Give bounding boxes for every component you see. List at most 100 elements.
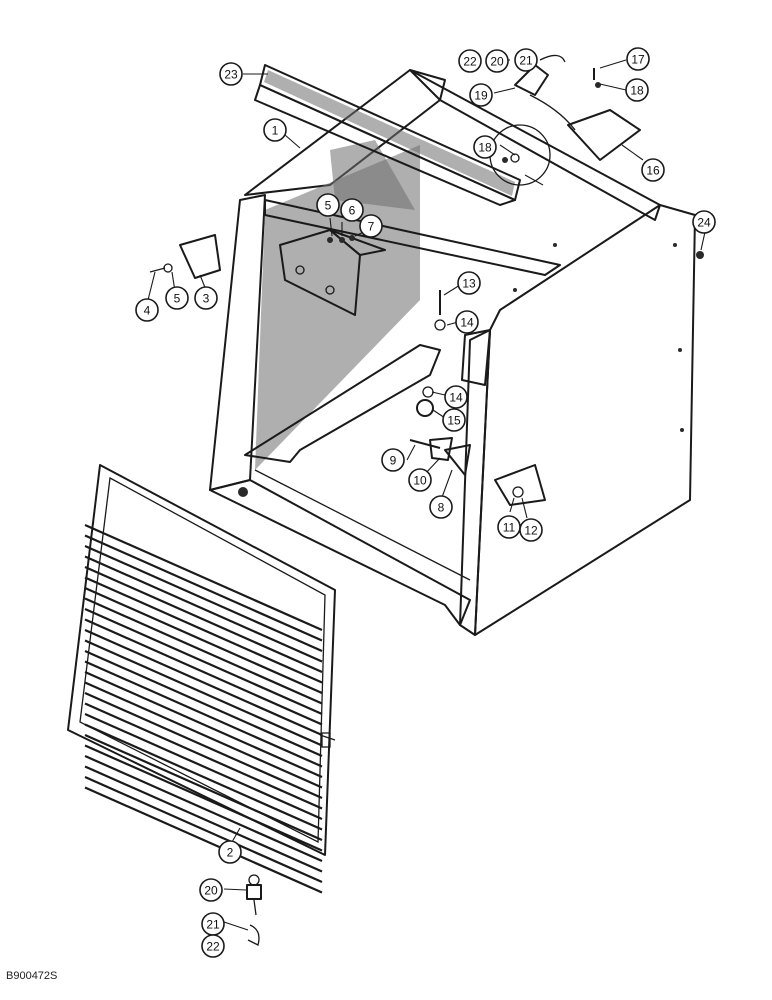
callout-14: 14: [444, 385, 468, 409]
callout-number: 6: [349, 204, 356, 218]
grille-slat: [84, 691, 323, 800]
callout-8: 8: [429, 495, 453, 519]
grille-slat: [84, 744, 323, 852]
callout-number: 16: [646, 164, 660, 178]
callout-circle: [316, 193, 340, 217]
callout-10: 10: [408, 468, 432, 492]
callout-number: 3: [203, 292, 210, 306]
hardware-fasteners: [149, 68, 704, 506]
callout-5: 5: [165, 286, 189, 310]
callout-number: 11: [503, 521, 516, 535]
callout-number: 9: [390, 454, 397, 468]
callout-number: 1: [272, 124, 279, 138]
front-grille: [67, 464, 336, 894]
grille-slat: [84, 597, 323, 705]
callout-number: 21: [519, 54, 533, 68]
grille-slat: [84, 681, 323, 789]
callout-20: 20: [199, 878, 223, 902]
grille-slat: [84, 786, 323, 894]
callout-1: 1: [263, 118, 287, 142]
callout-16: 16: [641, 158, 665, 182]
callout-circle: [201, 934, 225, 958]
callout-21: 21: [201, 912, 225, 936]
callout-number: 15: [447, 414, 461, 428]
callout-20: 20: [485, 49, 509, 73]
latch-bottom: [246, 874, 262, 946]
callout-circle: [514, 48, 538, 72]
callout-circle: [199, 878, 223, 902]
grille-slat: [84, 639, 323, 747]
callout-circle: [641, 158, 665, 182]
callout-number: 19: [474, 89, 488, 103]
grille-slat: [84, 534, 323, 642]
grille-slat: [84, 565, 323, 674]
callout-circle: [469, 83, 493, 107]
callout-circle: [340, 198, 364, 222]
leader-lines: [147, 59, 706, 931]
grille-slat: [84, 765, 323, 873]
callout-number: 17: [631, 53, 645, 67]
grille-slat: [84, 618, 323, 726]
callout-circle: [473, 135, 497, 159]
callout-circle: [692, 210, 716, 234]
callout-circle: [457, 271, 481, 295]
callout-5: 5: [316, 193, 340, 217]
callout-number: 2: [227, 846, 234, 860]
callout-21: 21: [514, 48, 538, 72]
callout-13: 13: [457, 271, 481, 295]
callout-number: 20: [204, 884, 218, 898]
callout-number: 20: [490, 55, 504, 69]
callout-number: 14: [449, 391, 463, 405]
grille-slat: [84, 723, 323, 831]
callout-circle: [218, 840, 242, 864]
figure-code-label: B900472S: [6, 970, 58, 982]
callout-12: 12: [519, 518, 543, 542]
callout-number: 21: [206, 918, 220, 932]
callout-18: 18: [473, 135, 497, 159]
grille-slat: [84, 523, 323, 632]
callout-circle: [625, 78, 649, 102]
callout-number: 5: [325, 199, 332, 213]
callout-3: 3: [194, 286, 218, 310]
callout-circle: [381, 448, 405, 472]
callout-2: 2: [218, 840, 242, 864]
callout-circle: [485, 49, 509, 73]
top-crossmember: [254, 64, 521, 206]
callout-number: 7: [368, 220, 375, 234]
grille-slat: [84, 733, 323, 842]
callout-7: 7: [359, 214, 383, 238]
callout-22: 22: [201, 934, 225, 958]
callout-number: 5: [174, 292, 181, 306]
callout-number: 22: [463, 55, 477, 69]
grille-slat: [84, 555, 323, 663]
cover-plate: [567, 109, 641, 161]
grille-slat: [84, 586, 323, 695]
callout-circle: [408, 468, 432, 492]
grille-slat: [84, 576, 323, 684]
callout-number: 23: [224, 68, 238, 82]
grille-slat: [84, 775, 323, 884]
grille-slat: [84, 754, 323, 863]
callout-22: 22: [458, 49, 482, 73]
callout-number: 13: [462, 277, 476, 291]
callout-number: 10: [413, 474, 427, 488]
grille-slat: [84, 544, 323, 653]
callout-number: 14: [460, 316, 474, 330]
grille-slat: [84, 649, 323, 758]
callout-circle: [194, 286, 218, 310]
callout-6: 6: [340, 198, 364, 222]
callout-number: 18: [630, 84, 644, 98]
callout-number: 22: [206, 940, 220, 954]
callout-circle: [165, 286, 189, 310]
callout-circle: [263, 118, 287, 142]
callout-number: 8: [438, 501, 445, 515]
callout-circle: [219, 62, 243, 86]
callout-19: 19: [469, 83, 493, 107]
grille-slat: [84, 607, 323, 716]
grille-slat: [84, 660, 323, 768]
callout-23: 23: [219, 62, 243, 86]
callout-9: 9: [381, 448, 405, 472]
callout-circle: [442, 408, 466, 432]
callout-circle: [429, 495, 453, 519]
